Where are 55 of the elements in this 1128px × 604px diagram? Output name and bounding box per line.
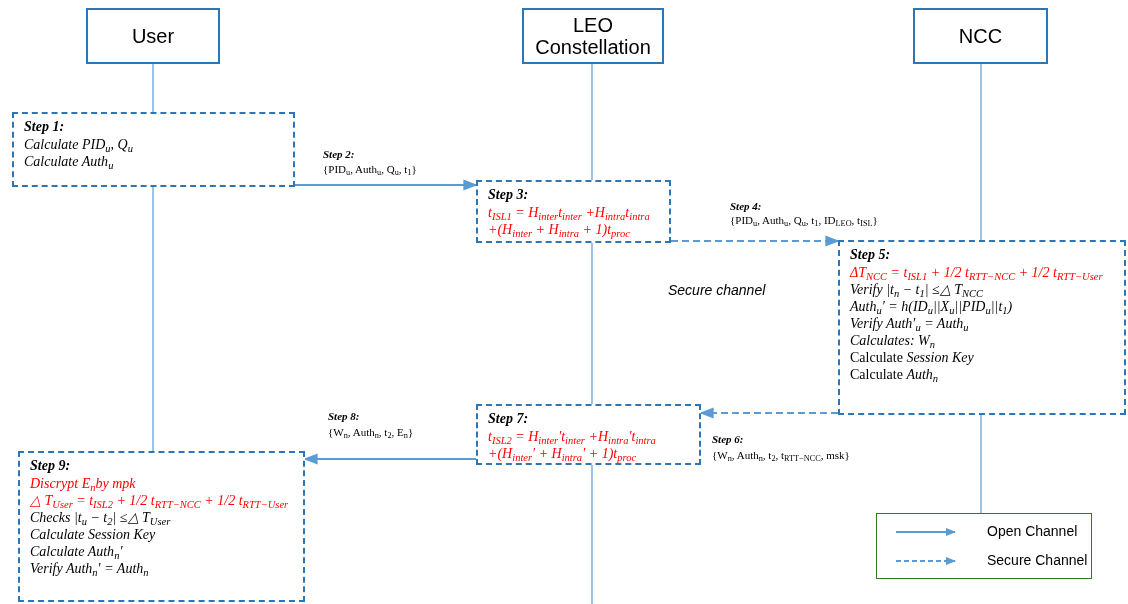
formula-line: t$_{ISL2}$ = H$_{inter}$′t$_{inter}$ +H$_{intra}$′t$_{intra}$ (488, 428, 657, 445)
formula-line: t$_{ISL1}$ = H$_{inter}$t$_{inter}$ +H$_{intra}$t$_{intra}$ (488, 204, 651, 221)
lifeline (980, 63, 982, 241)
participant-name: NCC (958, 25, 1003, 47)
formula-line: ΔT$_{NCC}$ = t$_{ISL1}$ + 1/2 t$_{RTT−NCC}$ + 1/2 t$_{RTT−User}$ (850, 264, 1104, 281)
step-heading: Step 1: (24, 118, 66, 136)
message-arrow (294, 179, 478, 191)
step-heading: Step 7: (488, 410, 530, 428)
participant-box (522, 8, 664, 64)
formula-line: Calculate PID$_{u}$, Q$_{u}$ (24, 136, 134, 153)
message-content: {W$_{n}$, Auth$_{n}$, t$_{2}$, t$_{RTT−NCC}$, msk} (712, 448, 850, 464)
lifeline (591, 63, 593, 181)
step-box (476, 404, 701, 465)
step-box (476, 180, 671, 243)
formula-line: Verify Auth$_{n}$′ = Auth$_{n}$ (30, 560, 150, 577)
edge-label: Step 4: (730, 199, 762, 214)
lifeline (591, 464, 593, 604)
lifeline (152, 63, 154, 113)
lifeline (591, 242, 593, 405)
participant-box (86, 8, 220, 64)
step-box (838, 240, 1126, 415)
formula-line: Verify |t$_{n}$ − t$_{1}$| ≤△ T$_{NCC}$ (850, 281, 985, 298)
message-content: {PID$_{u}$, Auth$_{u}$, Q$_{u}$, t$_{1}$, ID$_{LEO}$, t$_{ISL}$} (730, 213, 878, 229)
message-content: {PID$_{u}$, Auth$_{u}$, Q$_{u}$, t$_{1}$} (323, 162, 417, 178)
formula-line: Calculates: W$_{n}$ (850, 332, 936, 349)
formula-line: +(H$_{inter}$ + H$_{intra}$ + 1)t$_{proc}$ (488, 221, 631, 238)
lifeline (980, 414, 982, 514)
channel-note: Secure channel (668, 281, 766, 300)
message-arrow (670, 235, 840, 247)
step-box (12, 112, 295, 187)
formula-line: Auth$_{u}$′ = h(ID$_{u}$||X$_{u}$||PID$_{u}$||t$_{1}$) (850, 298, 1014, 315)
formula-line: Checks |t$_{u}$ − t$_{2}$| ≤△ T$_{User}$ (30, 509, 172, 526)
formula-line: Calculate Session Key (30, 526, 157, 543)
participant-box (913, 8, 1048, 64)
formula-line: Discrypt E$_{n}$by mpk (30, 475, 137, 492)
message-content: {W$_{n}$, Auth$_{n}$, t$_{2}$, E$_{n}$} (328, 425, 414, 441)
participant-name: LEO Constellation (534, 14, 652, 58)
formula-line: Calculate Auth$_{n}$′ (30, 543, 124, 560)
formula-line: Calculate Auth$_{n}$ (850, 366, 940, 383)
formula-line: Verify Auth′$_{u}$ = Auth$_{u}$ (850, 315, 970, 332)
legend-text: Open Channel (987, 522, 1078, 541)
step-heading: Step 3: (488, 186, 530, 204)
lifeline (152, 186, 154, 452)
legend-text: Secure Channel (987, 551, 1088, 570)
formula-line: △ T$_{User}$ = t$_{ISL2}$ + 1/2 t$_{RTT−NCC}$ + 1/2 t$_{RTT−User}$ (30, 492, 290, 509)
formula-line: Calculate Session Key (850, 349, 975, 366)
step-heading: Step 5: (850, 246, 892, 264)
participant-name: User (131, 25, 175, 47)
formula-line: +(H$_{inter}$′ + H$_{intra}$′ + 1)t$_{proc}$ (488, 445, 638, 462)
edge-label: Step 8: (328, 409, 360, 424)
edge-label: Step 6: (712, 432, 744, 447)
edge-label: Step 2: (323, 147, 355, 162)
formula-line: Calculate Auth$_{u}$ (24, 153, 115, 170)
step-heading: Step 9: (30, 457, 72, 475)
step-box (18, 451, 305, 602)
